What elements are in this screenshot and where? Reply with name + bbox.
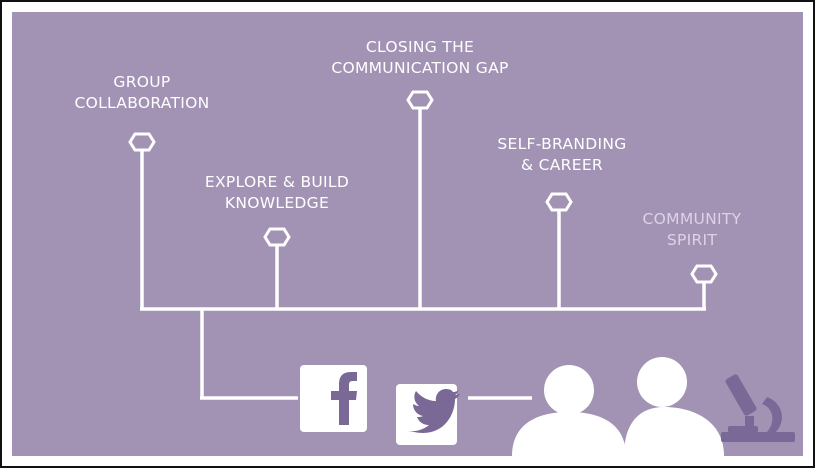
label-line: KNOWLEDGE bbox=[224, 194, 330, 212]
label-line: CLOSING THE bbox=[365, 38, 475, 56]
label-closing-communication-gap: CLOSING THE COMMUNICATION GAP bbox=[305, 37, 535, 79]
label-explore-build-knowledge: EXPLORE & BUILD KNOWLEDGE bbox=[172, 172, 382, 214]
diagram-panel: GROUP COLLABORATION CLOSING THE COMMUNIC… bbox=[12, 12, 803, 456]
people-icon bbox=[512, 357, 724, 456]
label-self-branding-career: SELF-BRANDING & CAREER bbox=[457, 134, 667, 176]
twitter-icon bbox=[396, 384, 460, 445]
branch-diagram bbox=[128, 90, 795, 456]
label-line: COMMUNITY bbox=[642, 210, 742, 228]
microscope-icon bbox=[721, 374, 795, 442]
label-line: & CAREER bbox=[521, 156, 603, 174]
hexagon-node-group-collaboration bbox=[128, 132, 156, 152]
hexagon-node-community-spirit bbox=[690, 264, 718, 284]
label-line: COLLABORATION bbox=[74, 94, 210, 112]
label-community-spirit: COMMUNITY SPIRIT bbox=[612, 209, 772, 251]
label-line: EXPLORE & BUILD bbox=[204, 173, 350, 191]
facebook-icon bbox=[300, 365, 367, 432]
hexagon-node-explore-build bbox=[263, 227, 291, 247]
hexagon-node-closing-gap bbox=[406, 90, 434, 110]
label-line: SPIRIT bbox=[666, 231, 718, 249]
hexagon-node-self-branding bbox=[545, 192, 573, 212]
label-group-collaboration: GROUP COLLABORATION bbox=[42, 72, 242, 114]
label-line: GROUP bbox=[113, 73, 171, 91]
label-line: COMMUNICATION GAP bbox=[331, 59, 509, 77]
label-line: SELF-BRANDING bbox=[497, 135, 627, 153]
